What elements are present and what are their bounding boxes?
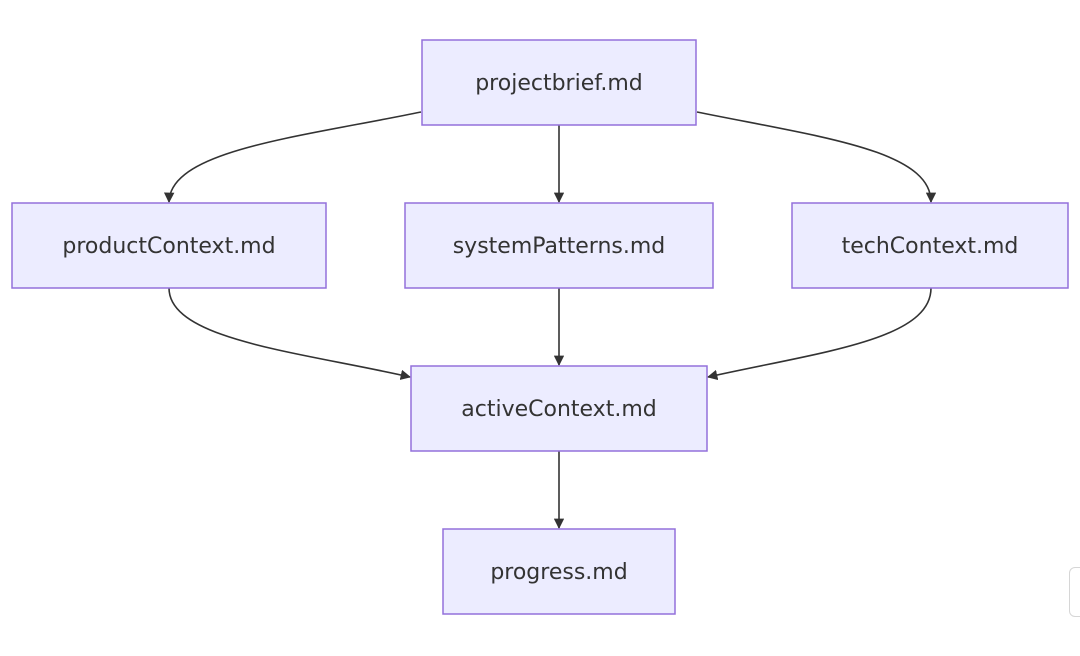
- side-scroll-tab[interactable]: [1069, 567, 1080, 617]
- node-systempatterns: systemPatterns.md: [404, 202, 714, 289]
- edge-projectbrief-to-productcontext: [164, 111, 422, 204]
- node-progress-label: progress.md: [490, 560, 627, 585]
- node-productcontext-label: productContext.md: [62, 234, 275, 259]
- node-systempatterns-label: systemPatterns.md: [453, 234, 666, 259]
- node-techcontext-label: techContext.md: [842, 234, 1019, 259]
- node-projectbrief-label: projectbrief.md: [475, 71, 643, 96]
- node-activecontext-label: activeContext.md: [461, 397, 656, 422]
- edge-techcontext-to-activecontext: [706, 287, 932, 381]
- edge-productcontext-to-activecontext: [168, 287, 412, 380]
- node-techcontext: techContext.md: [791, 202, 1069, 289]
- node-projectbrief: projectbrief.md: [421, 39, 697, 126]
- edge-projectbrief-to-techcontext: [696, 111, 937, 204]
- node-progress: progress.md: [442, 528, 676, 615]
- node-productcontext: productContext.md: [11, 202, 327, 289]
- node-activecontext: activeContext.md: [410, 365, 708, 452]
